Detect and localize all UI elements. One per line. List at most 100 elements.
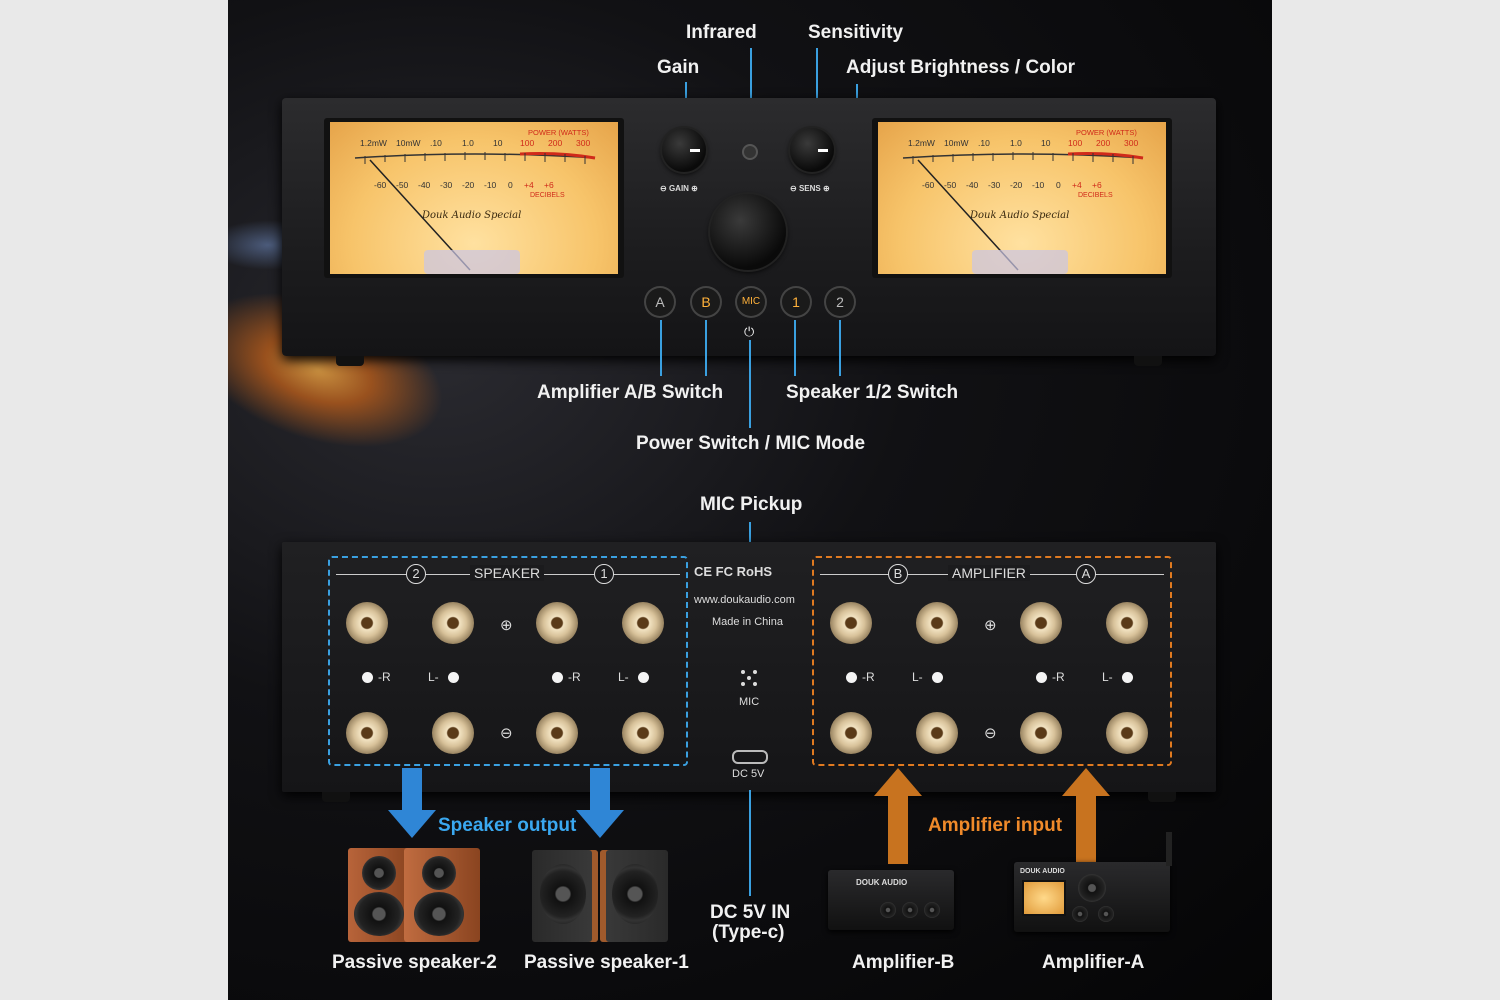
woofer [540,864,586,924]
speaker-terminal[interactable] [622,712,664,754]
amplifier-terminal[interactable] [916,602,958,644]
woofer [414,892,464,936]
meter-power-label: POWER (WATTS) [528,128,589,137]
brightness-knob[interactable] [710,194,786,270]
meter-db-tick: -30 [440,180,453,190]
unit-foot [322,792,350,802]
label-amplifier-b: Amplifier-B [852,952,955,973]
unit-foot [1148,792,1176,802]
meter-scale-arc [902,152,1144,164]
terminal-left-label: L- [618,670,629,684]
gain-label-text: GAIN [668,184,689,193]
speaker-terminal[interactable] [346,602,388,644]
terminal-left-label: L- [912,670,923,684]
callout-speaker-output: Speaker output [438,815,577,836]
amplifier-input-section: B AMPLIFIER A ⊕ ⊖ -R L- -R L- [812,556,1172,766]
label-amplifier-a: Amplifier-A [1042,952,1145,973]
plus-symbol: ⊕ [984,617,997,634]
terminal-right-label: -R [1052,670,1065,684]
callout-line [750,48,752,146]
callout-amplifier-input: Amplifier input [928,815,1063,836]
tweeter [422,856,456,890]
speaker-terminal[interactable] [536,602,578,644]
sens-label-text: SENS [798,184,821,193]
terminal-dot [638,672,649,683]
terminal-dot [846,672,857,683]
callout-dc-in: DC 5V IN [710,902,791,923]
meter-db-tick: -40 [418,180,431,190]
meter-db-tick: 0 [1056,180,1061,190]
woofer [354,892,404,936]
amp-knob [924,902,940,918]
callout-sensitivity: Sensitivity [808,22,904,43]
callout-mic-pickup: MIC Pickup [700,494,803,515]
meter-db-tick: -20 [462,180,475,190]
gain-knob-label: ⊖ GAIN ⊕ [660,184,698,193]
meter-power-label: POWER (WATTS) [1076,128,1137,137]
knob-indicator [818,149,828,152]
meter-tick: 10mW [396,138,421,148]
terminal-dot [1122,672,1133,683]
speaker-2-button[interactable]: 2 [826,288,854,316]
amp-b-button[interactable]: B [692,288,720,316]
speaker-terminal[interactable] [346,712,388,754]
sens-knob[interactable] [790,128,834,172]
speaker-terminal[interactable] [536,712,578,754]
mic-button[interactable]: MIC [737,288,765,316]
amp-knob [1078,874,1106,902]
meter-tick: 1.2mW [908,138,935,148]
meter-tick: 200 [548,138,563,148]
amplifier-terminal[interactable] [1106,712,1148,754]
meter-db-tick: +6 [544,180,554,190]
meter-tick: 10mW [944,138,969,148]
amplifier-terminal[interactable] [1020,712,1062,754]
meter-tick: 1.2mW [360,138,387,148]
callout-brightness: Adjust Brightness / Color [846,57,1076,78]
amplifier-terminal[interactable] [916,712,958,754]
knob-indicator [690,149,700,152]
meter-db-label: DECIBELS [530,192,565,199]
speaker-terminal[interactable] [622,602,664,644]
label-passive-speaker-1: Passive speaker-1 [524,952,689,973]
meter-tick: 10 [493,138,503,148]
speaker-output-arrows [388,768,624,838]
sens-knob-label: ⊖ SENS ⊕ [790,184,830,193]
speaker-output-section: 2 SPEAKER 1 ⊕ ⊖ -R L- -R L- [328,556,688,766]
speaker-terminal[interactable] [432,602,474,644]
speaker-1-button[interactable]: 1 [782,288,810,316]
amplifier-section-title: AMPLIFIER [948,565,1030,581]
meter-tick: .10 [430,138,442,148]
callout-line [794,320,796,376]
amplifier-terminal[interactable] [1020,602,1062,644]
callout-speaker-switch: Speaker 1/2 Switch [786,382,959,403]
terminal-right-label: -R [568,670,581,684]
terminal-dot [552,672,563,683]
usb-c-port[interactable] [732,750,768,764]
amp-a-button[interactable]: A [646,288,674,316]
amplifier-a-device: DOUK AUDIO [1014,862,1170,932]
speaker-channel-1: 1 [594,564,614,584]
meter-db-tick: +4 [524,180,534,190]
meter-face: POWER (WATTS) 1.2mW 10mW .10 1.0 10 100 … [330,122,618,274]
plus-symbol: ⊕ [500,617,513,634]
speaker-terminal[interactable] [432,712,474,754]
meter-db-tick: -50 [944,180,957,190]
gain-knob[interactable] [662,128,706,172]
terminal-right-label: -R [862,670,875,684]
amp-b-brand: DOUK AUDIO [856,878,908,887]
amp-knob [1072,906,1088,922]
power-icon: ⏻ [744,324,755,339]
meter-db-tick: -60 [374,180,387,190]
amplifier-terminal[interactable] [1106,602,1148,644]
meter-tick: 100 [520,138,535,148]
meter-face: POWER (WATTS) 1.2mW 10mW .10 1.0 10 100 … [878,122,1166,274]
meter-tick: 300 [1124,138,1139,148]
amplifier-terminal[interactable] [830,602,872,644]
minus-symbol: ⊖ [500,725,513,742]
mic-label: MIC [739,696,760,708]
callout-infrared: Infrared [686,22,757,43]
terminal-dot [1036,672,1047,683]
made-in-text: Made in China [712,616,783,628]
speaker-section-title: SPEAKER [470,565,545,581]
amplifier-terminal[interactable] [830,712,872,754]
